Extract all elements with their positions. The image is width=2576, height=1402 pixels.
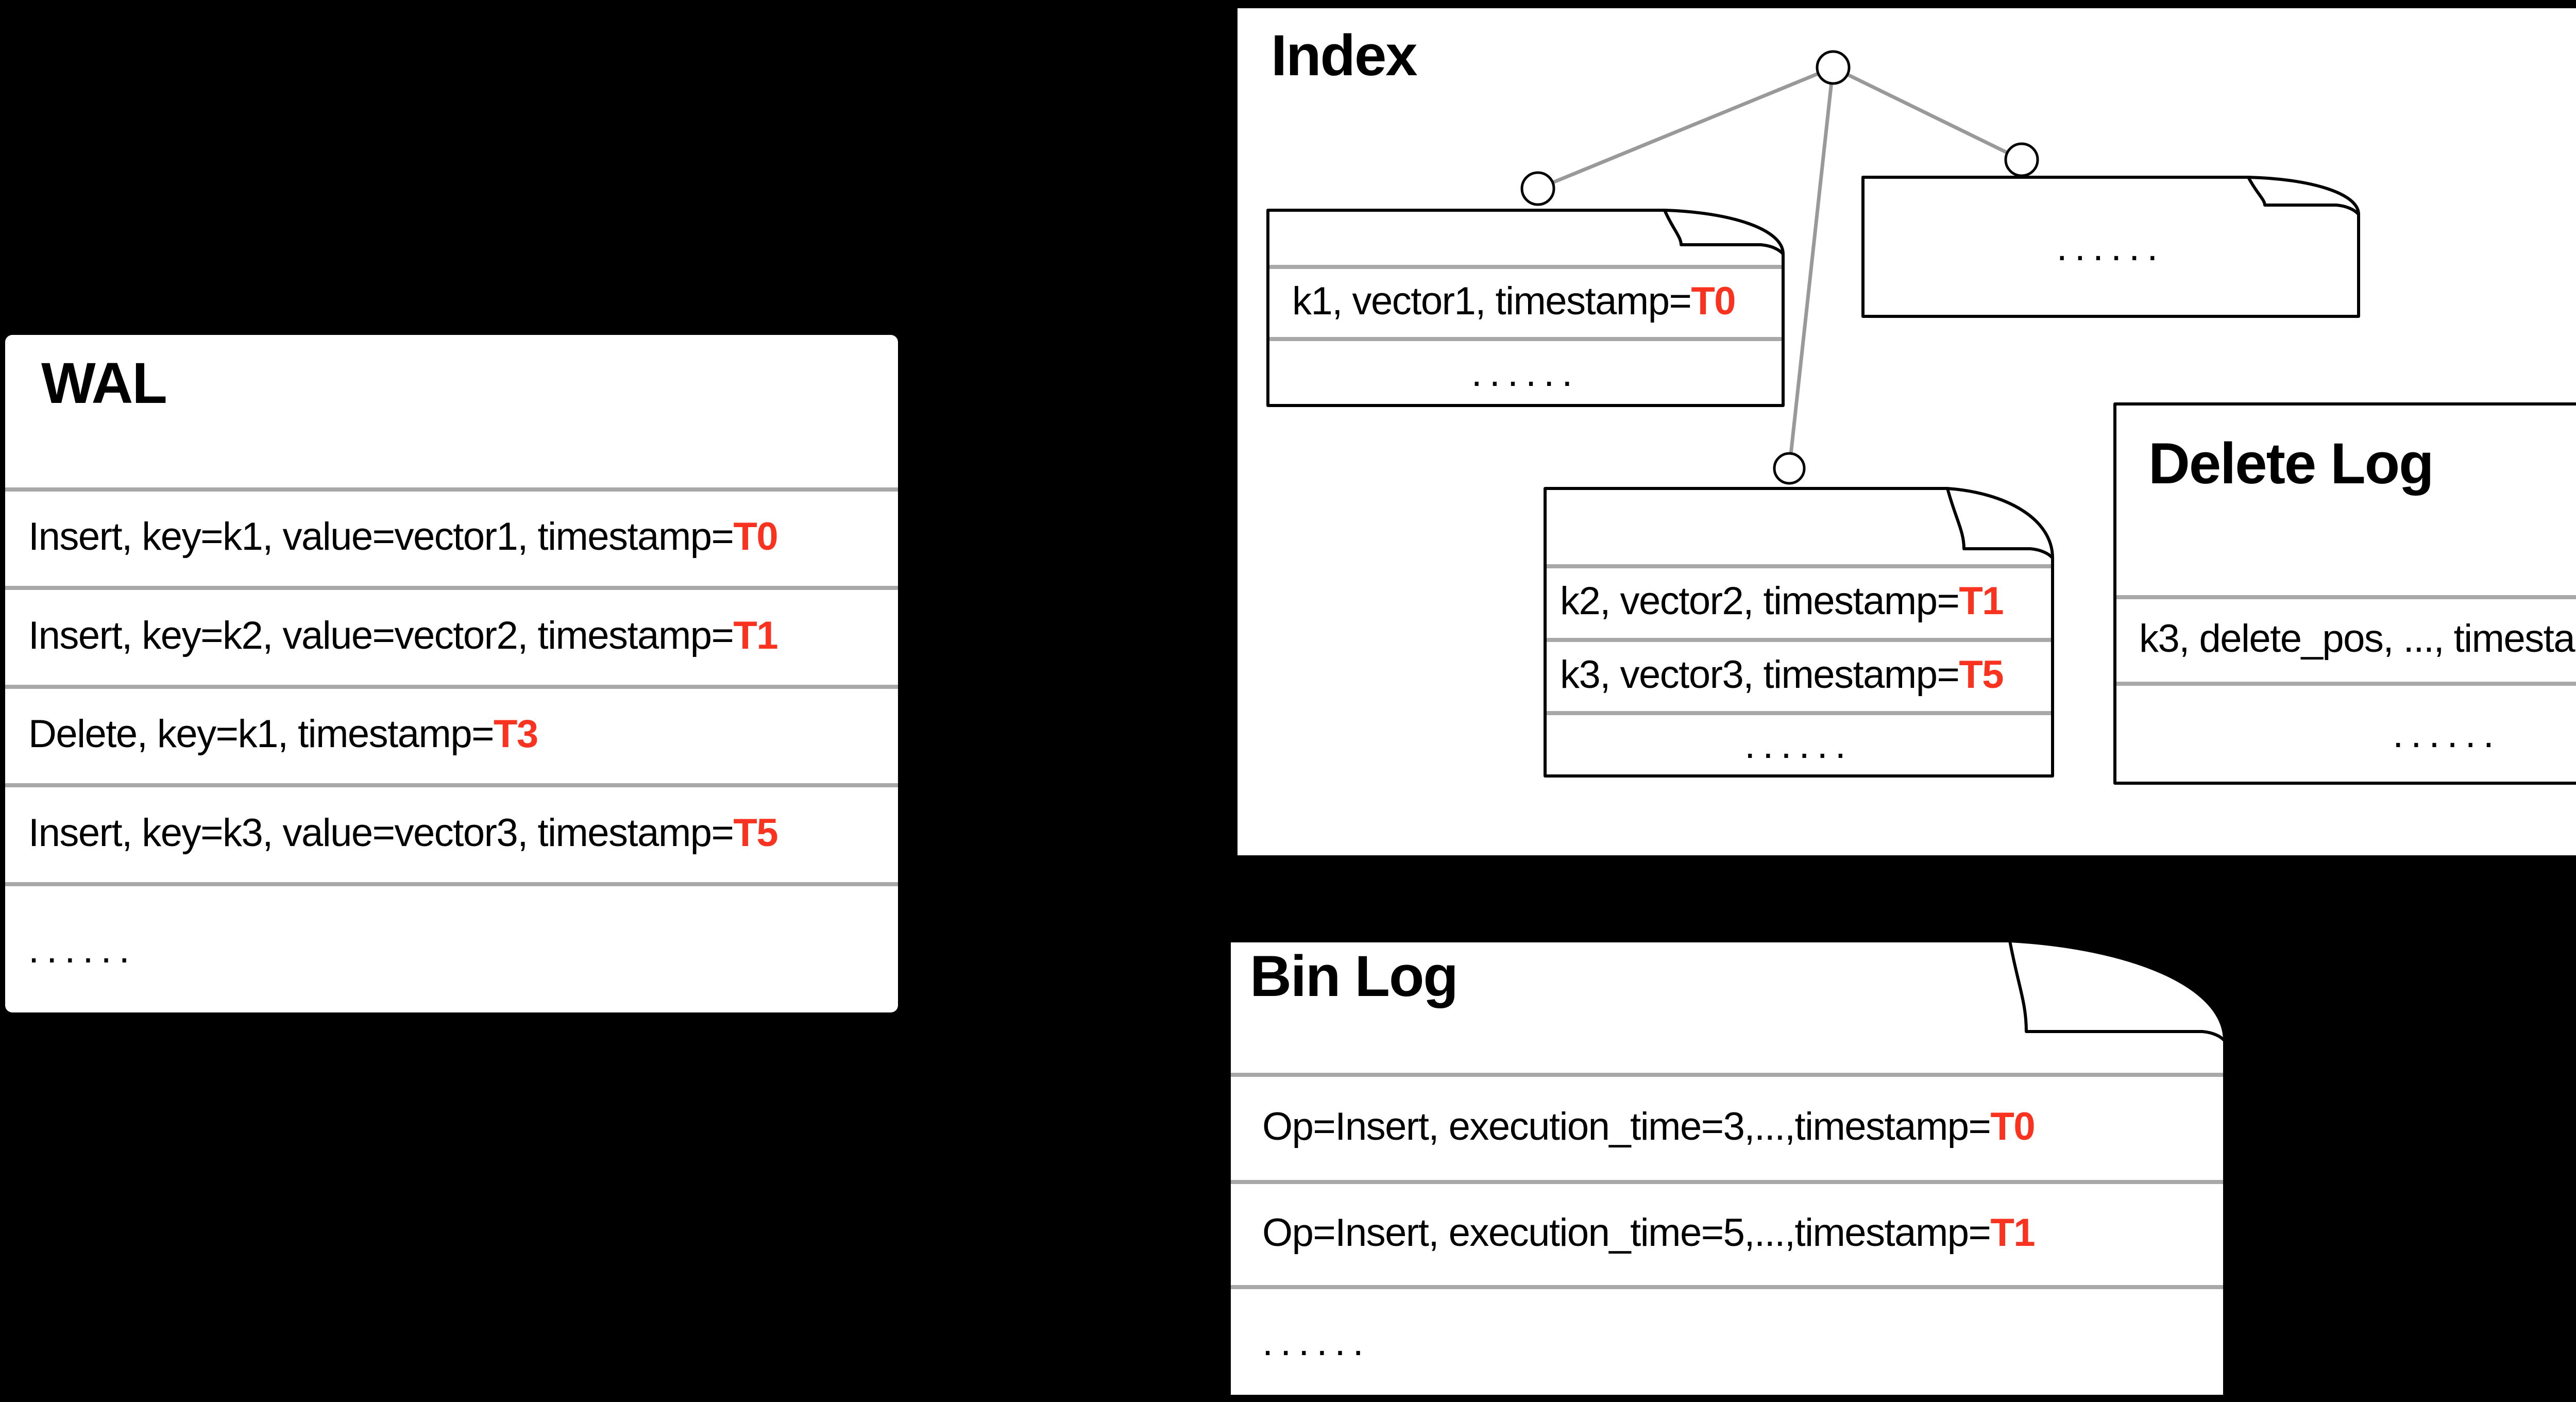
bin-log-row-text: Op=Insert, execution_time=3,...,timestam… [1262,1104,2036,1148]
wal-row-ellipsis: ...... [5,886,898,1012]
wal-row-text: Insert, key=k1, value=vector1, timestamp… [28,515,778,559]
timestamp-t1: T1 [1990,1210,2035,1255]
wal-row-insert-k3: Insert, key=k3, value=vector3, timestamp… [5,787,898,878]
wal-row-delete-k1: Delete, key=k1, timestamp=T3 [5,689,898,779]
wal-title: WAL [41,351,167,415]
wal-row-insert-k2: Insert, key=k2, value=vector2, timestamp… [5,590,898,681]
bin-log-row-2: Op=Insert, execution_time=5,...,timestam… [1228,1184,2226,1281]
timestamp-t3: T3 [493,712,538,756]
segment-row-text: k3, vector3, timestamp=T5 [1560,652,2004,697]
delete-log-title: Delete Log [2148,431,2434,496]
index-tree [1520,50,2039,485]
timestamp-t1: T1 [733,613,778,657]
index-segment-doc-right: ...... [1861,176,2360,318]
timestamp-t0: T0 [733,515,778,559]
delete-log-row-k3: k3, delete_pos, ..., timestamp=T3 [2113,599,2576,678]
delete-log-row-ellipsis: ...... [2113,686,2576,782]
timestamp-t5: T5 [1959,652,2004,697]
tree-edge-root-mid [1787,67,1835,469]
doc-separator [1269,337,1782,341]
ellipsis-text: ...... [2393,712,2501,756]
timestamp-t5: T5 [733,810,778,855]
tree-node-right [2004,142,2039,177]
doc-separator [1547,638,2051,642]
ellipsis-text: ...... [28,927,137,971]
segment-row-ellipsis: ...... [1266,341,1785,404]
index-segment-doc-mid: k2, vector2, timestamp=T1 k3, vector3, t… [1544,487,2054,778]
ellipsis-text: ...... [1744,723,1853,767]
ellipsis-text: ...... [2056,225,2165,269]
doc-separator [2116,682,2576,686]
timestamp-t0: T0 [1990,1104,2035,1148]
tree-node-mid [1773,452,1806,485]
bin-log-title: Bin Log [1250,944,1459,1008]
segment-row-text: k1, vector1, timestamp=T0 [1292,279,1736,323]
segment-row-k1: k1, vector1, timestamp=T0 [1266,269,1785,333]
tree-edge-root-left [1537,65,1834,191]
bin-log-row-text: Op=Insert, execution_time=5,...,timestam… [1262,1210,2036,1255]
doc-separator [1547,564,2051,568]
segment-row-text: k2, vector2, timestamp=T1 [1560,579,2004,623]
document-shape [2113,402,2576,785]
wal-separator [5,487,898,492]
document-shape [1228,939,2226,1398]
delete-log-row-text: k3, delete_pos, ..., timestamp=T3 [2139,616,2576,661]
segment-row-ellipsis: ...... [1544,715,2054,774]
index-title: Index [1271,23,1418,88]
tree-node-root [1816,50,1851,85]
doc-separator [1547,711,2051,715]
tree-node-left [1520,171,1555,206]
index-panel: Index k1, vector1, timestamp=T0 ...... .… [1235,6,2576,858]
tree-edge-root-right [1832,65,2023,162]
wal-row-text: Insert, key=k2, value=vector2, timestamp… [28,613,778,657]
bin-log-row-1: Op=Insert, execution_time=3,...,timestam… [1228,1077,2226,1176]
index-segment-doc-left: k1, vector1, timestamp=T0 ...... [1266,209,1785,407]
wal-row-text: Delete, key=k1, timestamp=T3 [28,712,538,756]
wal-separator [5,882,898,886]
bin-log-doc: Bin Log Op=Insert, execution_time=3,...,… [1228,939,2226,1398]
ellipsis-text: ...... [1262,1320,1371,1364]
segment-row-ellipsis: ...... [1861,176,2360,318]
wal-separator [5,783,898,787]
doc-separator [1231,1285,2223,1289]
timestamp-t1: T1 [1959,579,2004,623]
wal-row-insert-k1: Insert, key=k1, value=vector1, timestamp… [5,492,898,582]
document-shape [1861,176,2360,318]
segment-row-k2: k2, vector2, timestamp=T1 [1544,568,2054,634]
delete-log-doc: Delete Log k3, delete_pos, ..., timestam… [2113,402,2576,785]
document-shape [1544,487,2054,778]
doc-separator [2116,595,2576,599]
wal-separator [5,685,898,689]
timestamp-t0: T0 [1691,279,1736,323]
segment-row-k3: k3, vector3, timestamp=T5 [1544,642,2054,707]
wal-panel: WAL Insert, key=k1, value=vector1, times… [5,335,898,1012]
bin-log-row-ellipsis: ...... [1228,1289,2226,1395]
document-shape [1266,209,1785,407]
doc-separator [1231,1180,2223,1184]
wal-separator [5,586,898,590]
ellipsis-text: ...... [1471,350,1580,395]
doc-separator [1269,265,1782,269]
doc-separator [1231,1073,2223,1077]
wal-row-text: Insert, key=k3, value=vector3, timestamp… [28,810,778,855]
